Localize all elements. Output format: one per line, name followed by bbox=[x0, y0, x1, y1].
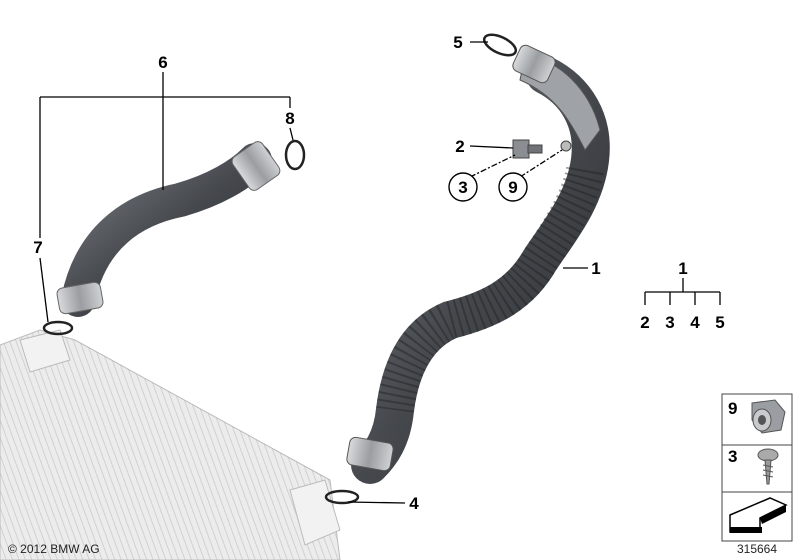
oring-8 bbox=[284, 139, 306, 171]
tree-child: 5 bbox=[715, 313, 724, 332]
callout-3[interactable]: 3 bbox=[458, 178, 467, 197]
callout-6[interactable]: 6 bbox=[158, 53, 167, 72]
callout-7[interactable]: 7 bbox=[33, 238, 42, 257]
intercooler bbox=[0, 329, 341, 560]
tree-child: 4 bbox=[690, 313, 700, 332]
callout-5[interactable]: 5 bbox=[453, 33, 462, 52]
left-charge-air-hose bbox=[42, 139, 306, 336]
legend-number-3: 3 bbox=[728, 447, 737, 466]
direction-arrow-icon bbox=[729, 497, 788, 533]
legend-number-9: 9 bbox=[728, 399, 737, 418]
sensor bbox=[512, 139, 572, 159]
copyright: © 2012 BMW AG bbox=[8, 542, 100, 556]
oring-4 bbox=[324, 489, 360, 505]
callout-8[interactable]: 8 bbox=[285, 109, 294, 128]
tree-root: 1 bbox=[678, 259, 687, 278]
main-charge-air-hose bbox=[324, 33, 610, 505]
nut-icon bbox=[751, 399, 786, 434]
circle-callout-3 bbox=[448, 172, 478, 202]
circle-callout-9 bbox=[498, 172, 528, 202]
tree-child: 2 bbox=[640, 313, 649, 332]
diagram-number: 315664 bbox=[737, 542, 777, 556]
legend: 9 3 bbox=[721, 393, 793, 542]
leader-lines bbox=[39, 41, 721, 504]
callout-1[interactable]: 1 bbox=[591, 259, 600, 278]
callout-4[interactable]: 4 bbox=[409, 494, 419, 513]
tree-child: 3 bbox=[665, 313, 674, 332]
oring-5 bbox=[482, 33, 518, 57]
callout-9[interactable]: 9 bbox=[508, 178, 517, 197]
callout-2[interactable]: 2 bbox=[455, 137, 464, 156]
oring-7 bbox=[42, 320, 74, 336]
screw-icon bbox=[757, 448, 779, 485]
